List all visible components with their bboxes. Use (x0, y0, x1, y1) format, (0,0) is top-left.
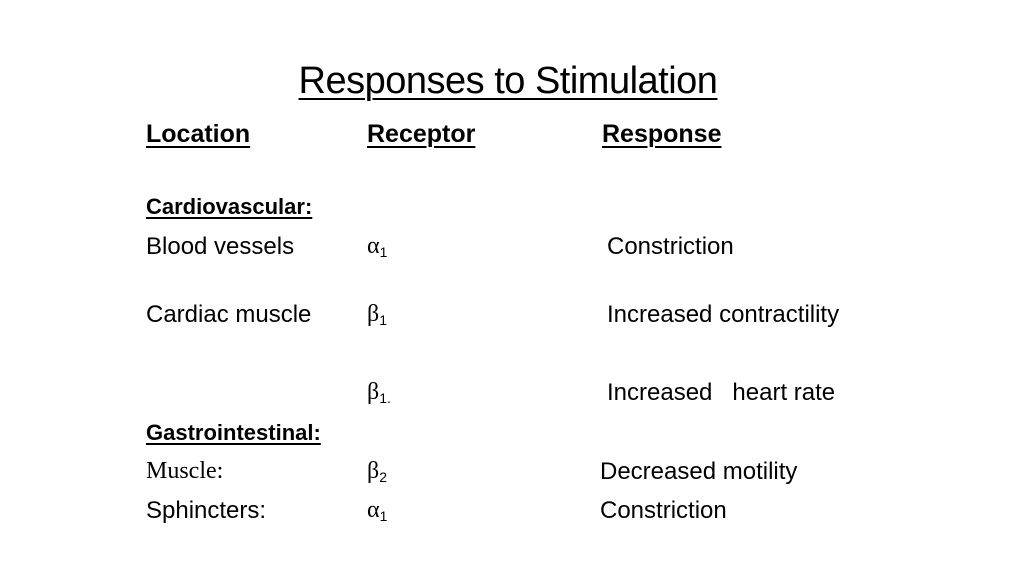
row-response: Constriction (607, 233, 734, 260)
row-location: Cardiac muscle (146, 301, 312, 328)
header-location: Location (146, 120, 251, 148)
row-response: Decreased motility (600, 458, 798, 485)
header-response: Response (602, 120, 722, 148)
receptor-beta-symbol: β2 (367, 458, 388, 485)
page-title: Responses to Stimulation (298, 60, 718, 102)
section-gastrointestinal: Gastrointestinal: (146, 420, 321, 445)
receptor-beta-symbol: β1 (367, 301, 388, 328)
row-location: Blood vessels (146, 233, 295, 260)
receptor-beta-symbol: β1. (367, 379, 391, 406)
row-response: Constriction (600, 497, 727, 524)
receptor-alpha-symbol: α1 (367, 497, 388, 524)
header-receptor: Receptor (367, 120, 476, 148)
row-location: Sphincters: (146, 497, 267, 524)
row-response: Increased heart rate (607, 379, 836, 406)
section-cardiovascular: Cardiovascular: (146, 194, 313, 219)
row-response: Increased contractility (607, 301, 840, 328)
row-location: Muscle: (146, 458, 224, 484)
receptor-alpha-symbol: α1 (367, 233, 388, 260)
